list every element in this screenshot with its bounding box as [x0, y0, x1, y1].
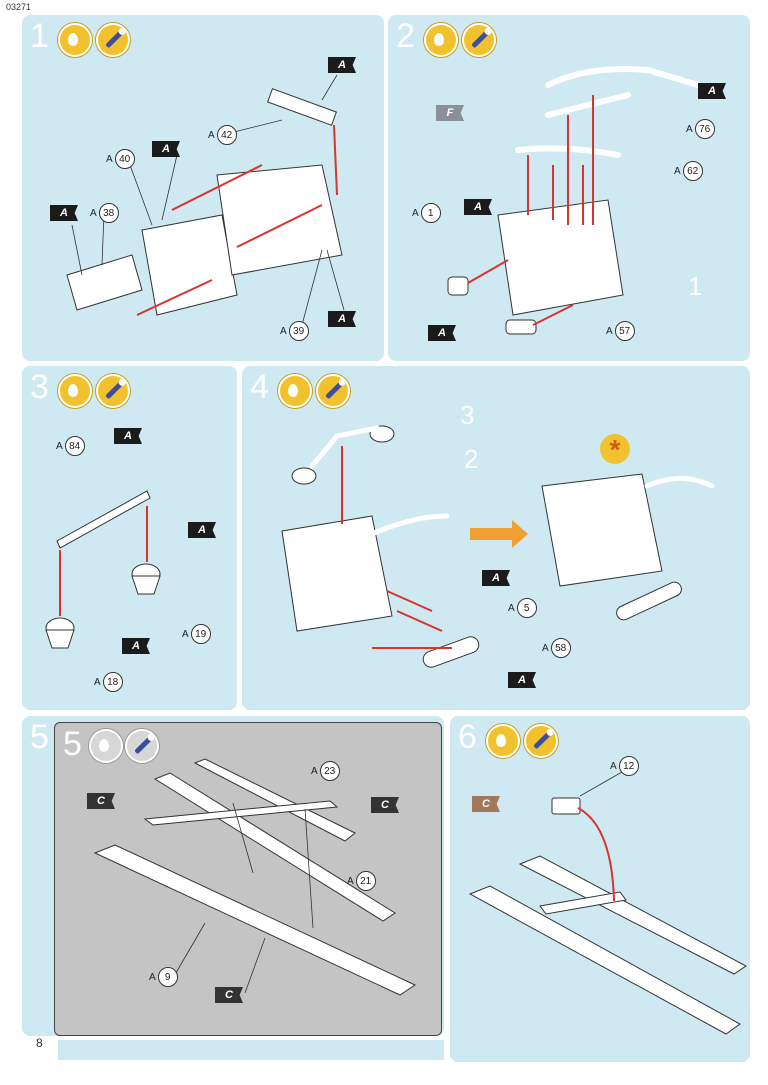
paint-brush-icon: [96, 23, 130, 57]
reference-number: 3: [460, 400, 475, 430]
paint-flag: A: [114, 428, 142, 444]
page-number: 8: [36, 1036, 43, 1050]
paint-flag: A: [482, 570, 510, 586]
paint-flag: A: [508, 672, 536, 688]
paint-brush-icon: [125, 729, 159, 763]
paint-flag: A: [464, 199, 492, 215]
step-number: 6: [458, 718, 477, 756]
paint-flag: C: [472, 796, 500, 812]
step-number: 4: [250, 368, 269, 406]
step-number: 1: [30, 17, 49, 55]
paint-flag: C: [215, 987, 243, 1003]
document-code: 03271: [6, 2, 32, 12]
glue-icon: [58, 23, 92, 57]
paint-flag: A: [698, 83, 726, 99]
engine-hoses-drawing: [447, 66, 701, 335]
air-filter-drawing: [45, 490, 161, 649]
paint-flag: A: [50, 205, 78, 221]
paint-flag: A: [152, 141, 180, 157]
reference-number: 2: [464, 444, 479, 474]
asterisk-icon: *: [600, 434, 630, 465]
chassis-frame-drawing: [93, 758, 417, 996]
paint-brush-icon: [524, 724, 558, 758]
paint-flag: F: [436, 105, 464, 121]
glue-icon: [89, 729, 123, 763]
reference-number: 1: [688, 271, 703, 301]
engine-assembly-drawing: [281, 425, 715, 668]
step-number: 3: [30, 368, 49, 406]
sub-step-number: 5: [63, 725, 82, 763]
paint-flag: A: [428, 325, 456, 341]
step-number: 2: [396, 17, 415, 55]
glue-icon: [486, 724, 520, 758]
chassis-mount-drawing: [468, 771, 747, 1035]
glue-icon: [58, 374, 92, 408]
glue-icon: [424, 23, 458, 57]
footer-bar: [58, 1040, 444, 1060]
paint-flag: A: [328, 57, 356, 73]
step-number: 5: [30, 718, 49, 756]
paint-brush-icon: [96, 374, 130, 408]
engine-block-drawing: [66, 74, 345, 326]
paint-brush-icon: [462, 23, 496, 57]
paint-flag: A: [188, 522, 216, 538]
paint-flag: C: [371, 797, 399, 813]
paint-brush-icon: [316, 374, 350, 408]
paint-flag: A: [122, 638, 150, 654]
glue-icon: [278, 374, 312, 408]
paint-flag: A: [328, 311, 356, 327]
paint-flag: C: [87, 793, 115, 809]
